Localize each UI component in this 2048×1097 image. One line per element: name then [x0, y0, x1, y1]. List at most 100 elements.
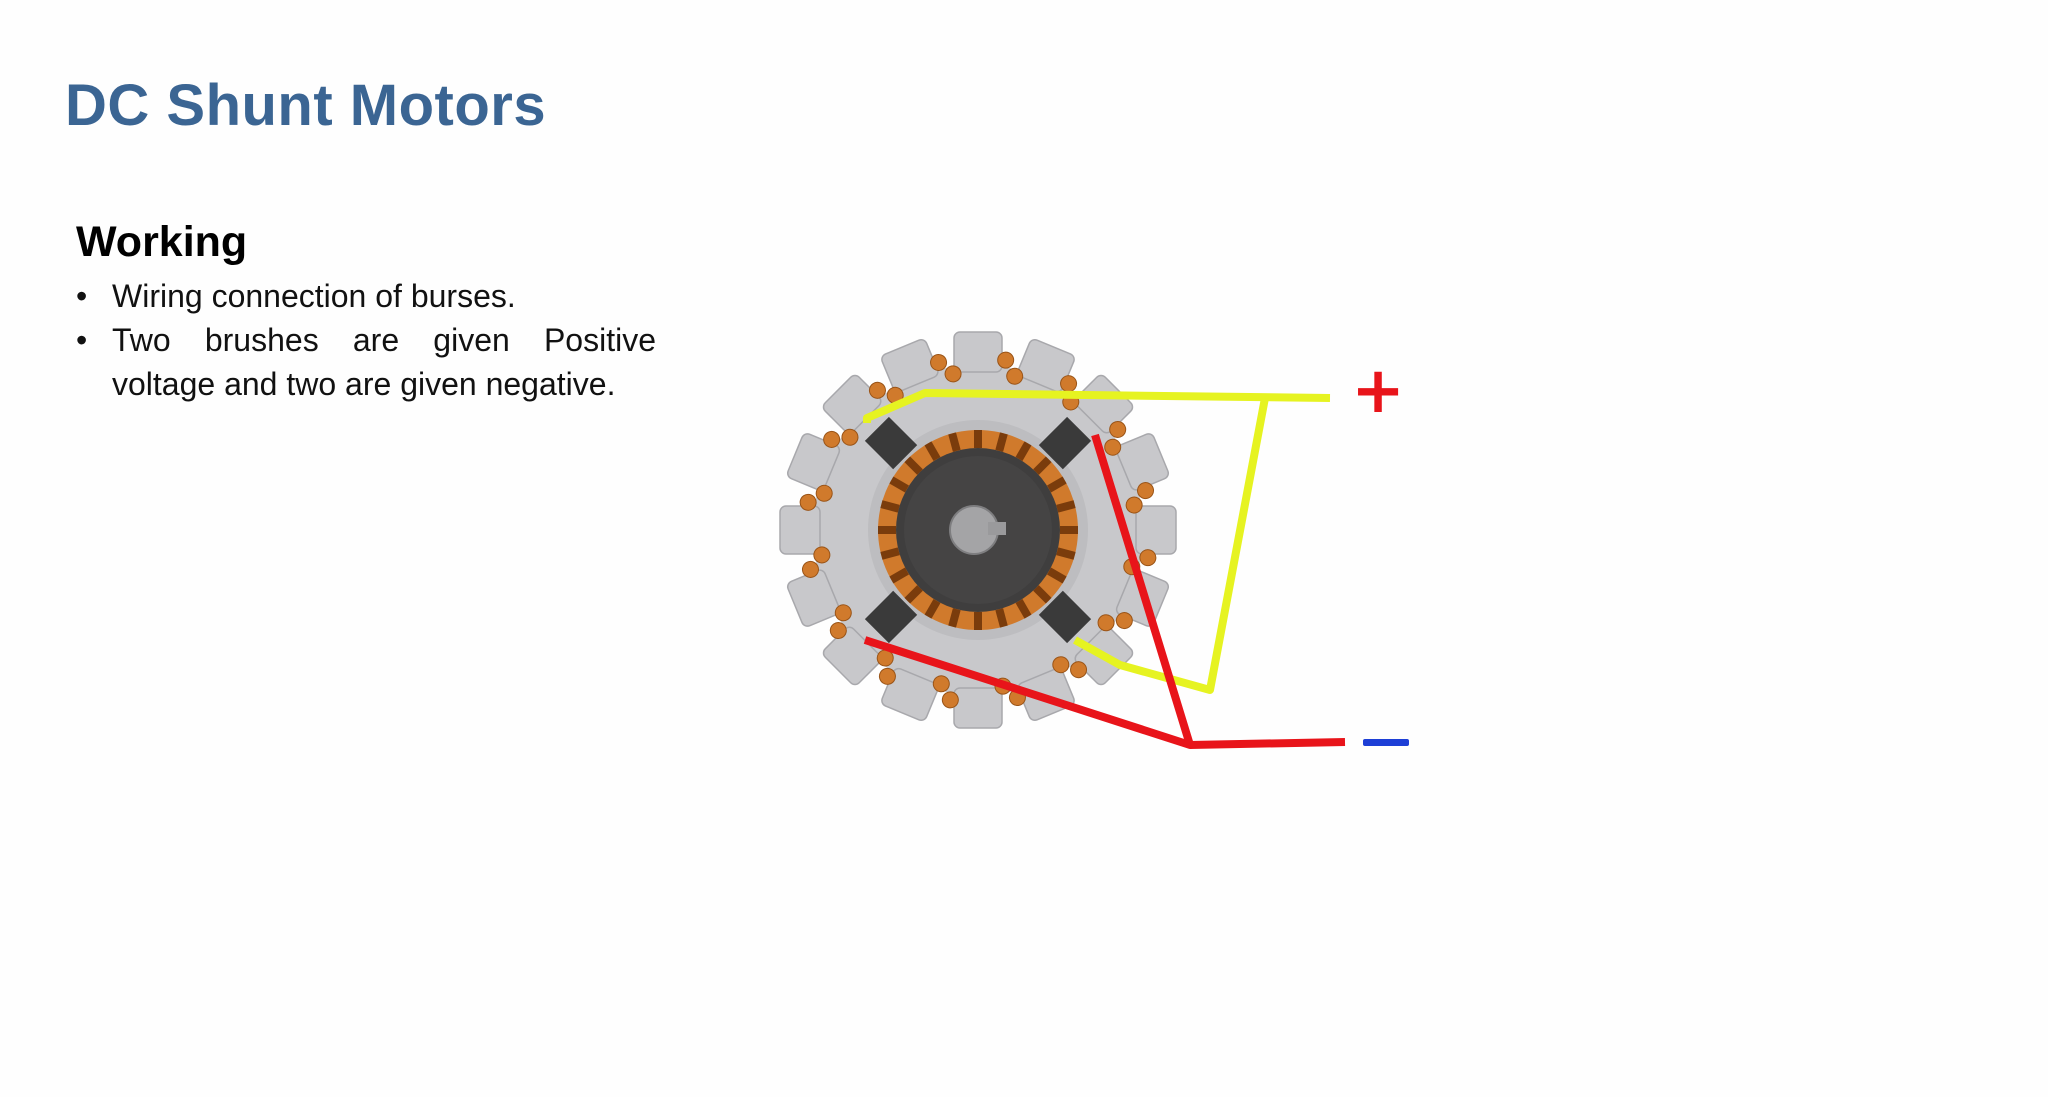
commutator-segment-gap — [904, 456, 923, 475]
winding-pair — [930, 353, 962, 383]
winding-pair — [799, 484, 833, 511]
segment-line — [995, 432, 1008, 452]
winding-dot — [997, 351, 1015, 369]
brush — [1038, 416, 1092, 470]
positive-wire-return — [1073, 397, 1269, 694]
segment-line — [1056, 500, 1076, 513]
stator-tooth — [1017, 338, 1075, 393]
commutator-segment-gap — [1056, 500, 1076, 513]
positive-wire — [863, 389, 1331, 423]
tooth-tip — [953, 687, 1003, 729]
tooth-tip — [881, 667, 939, 722]
commutator-segment-gap — [1047, 567, 1067, 584]
commutator-segment-gap — [924, 441, 941, 461]
brush-block — [1038, 590, 1092, 644]
tooth-tip — [953, 331, 1003, 373]
winding-dot — [799, 493, 817, 511]
commutator — [868, 420, 1088, 640]
winding-dot — [834, 604, 852, 622]
slide-title: DC Shunt Motors — [65, 73, 547, 138]
commutator-segment-gap — [889, 567, 909, 584]
winding-dot — [813, 546, 831, 564]
segment-line — [1056, 547, 1076, 560]
section-heading: Working — [76, 218, 248, 266]
stator-tooth — [1115, 433, 1170, 491]
segment-line — [1015, 441, 1032, 461]
winding-pair — [1097, 612, 1133, 632]
winding-dot — [1070, 661, 1088, 679]
segment-line — [924, 441, 941, 461]
winding-dot — [1097, 614, 1115, 632]
winding-dot — [1115, 612, 1133, 630]
segment-line — [1033, 456, 1052, 475]
winding-dot — [944, 365, 962, 383]
tooth-tip — [786, 569, 841, 627]
stator-tooth — [779, 505, 821, 555]
winding-dot — [1104, 438, 1122, 456]
segment-line — [878, 526, 896, 534]
bullet-item: Two brushes are given Positive voltage a… — [76, 318, 656, 406]
stator-tooth — [881, 338, 939, 393]
segment-line — [880, 500, 900, 513]
winding-dot — [1060, 375, 1078, 393]
segment-line — [1033, 585, 1052, 604]
winding-pair — [932, 675, 959, 709]
wiring — [863, 389, 1346, 749]
winding-pair — [997, 351, 1024, 385]
winding-dot — [941, 691, 959, 709]
stator-tooth — [1135, 505, 1177, 555]
winding-pair — [1052, 656, 1088, 679]
segment-line — [995, 608, 1008, 628]
commutator-segment-gap — [880, 500, 900, 513]
commutator-segment-gap — [1047, 476, 1067, 493]
commutator-segment-gap — [974, 612, 982, 630]
winding-dot — [829, 622, 847, 640]
segment-line — [904, 585, 923, 604]
stator-tooth — [881, 667, 939, 722]
winding-dot — [930, 353, 948, 371]
commutator-segment-gap — [995, 432, 1008, 452]
segment-line — [948, 608, 961, 628]
stator-tooth — [786, 433, 841, 491]
commutator-segment-gap — [904, 585, 923, 604]
stator-tooth — [953, 331, 1003, 373]
commutator-segment-gap — [924, 599, 941, 619]
segment-line — [1047, 476, 1067, 493]
segment-line — [1047, 567, 1067, 584]
stator-tooth — [953, 687, 1003, 729]
brush — [864, 590, 918, 644]
winding-dot — [1125, 496, 1143, 514]
commutator-segment-gap — [889, 476, 909, 493]
tooth-tip — [779, 505, 821, 555]
brush — [864, 416, 918, 470]
winding-dot — [932, 675, 950, 693]
commutator-segment-gap — [1015, 599, 1032, 619]
commutator-segment-gap — [878, 526, 896, 534]
segment-line — [924, 599, 941, 619]
bullet-item: Wiring connection of burses. — [76, 274, 656, 318]
brush-block — [864, 590, 918, 644]
commutator-segment-gap — [880, 547, 900, 560]
bullet-list: Wiring connection of burses. Two brushes… — [76, 274, 656, 406]
commutator-segment-gap — [1060, 526, 1078, 534]
segment-line — [880, 547, 900, 560]
brush-block — [1038, 416, 1092, 470]
shaft-key — [988, 522, 1006, 535]
commutator-segment-gap — [948, 608, 961, 628]
winding-dot — [815, 484, 833, 502]
tooth-tip — [881, 338, 939, 393]
commutator-segment-gap — [1033, 585, 1052, 604]
winding-dot — [1006, 367, 1024, 385]
segment-line — [1060, 526, 1078, 534]
winding-dot — [801, 560, 819, 578]
segment-line — [974, 612, 982, 630]
segment-line — [889, 476, 909, 493]
stator-windings — [799, 351, 1157, 709]
winding-pair — [801, 546, 831, 578]
winding-dot — [1137, 482, 1155, 500]
winding-pair — [1125, 482, 1155, 514]
winding-dot — [841, 428, 859, 446]
winding-pair — [829, 604, 852, 640]
winding-dot — [823, 430, 841, 448]
